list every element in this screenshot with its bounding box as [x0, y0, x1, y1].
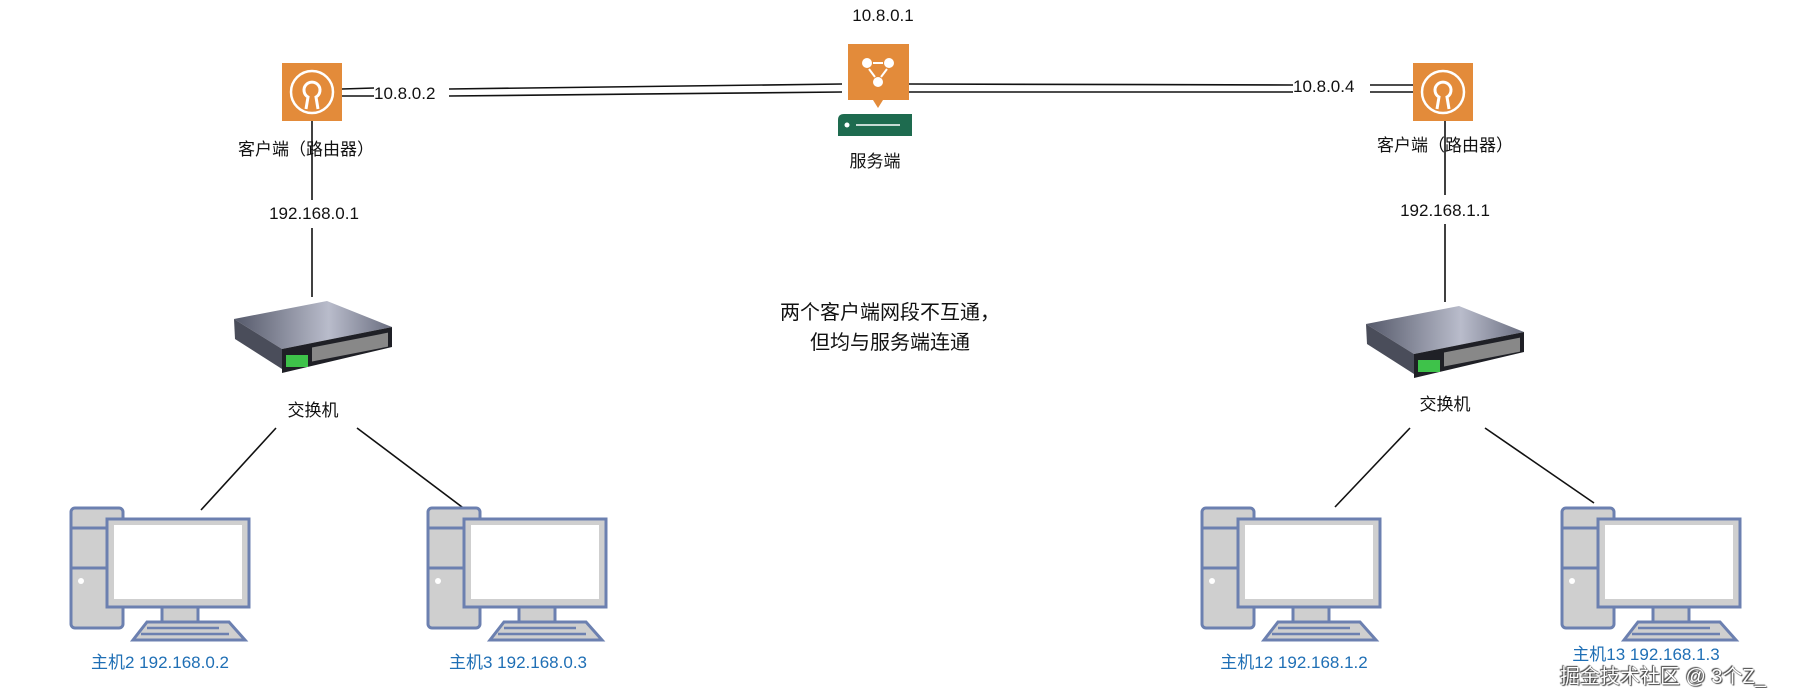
tunnel-left-a [341, 87, 375, 90]
computer-icon[interactable] [426, 506, 610, 642]
network-switch-icon[interactable] [232, 297, 394, 382]
note-line-1: 两个客户端网段不互通， [780, 302, 1000, 324]
server-ip-label: 10.8.0.1 [852, 6, 914, 25]
computer-icon[interactable] [1200, 506, 1384, 642]
server-icon[interactable] [838, 44, 914, 138]
vpn-router-icon[interactable] [1413, 63, 1473, 121]
left-client-label: 客户端（路由器） [238, 140, 374, 159]
link-sw-left-pc2 [356, 427, 467, 511]
right-switch-label: 交换机 [1419, 395, 1471, 415]
host-label: 主机2 192.168.0.2 [91, 653, 229, 672]
vpn-router-icon[interactable] [282, 63, 342, 121]
tunnel-left-c [448, 83, 843, 90]
computer-icon[interactable] [1560, 506, 1744, 642]
network-switch-icon[interactable] [1364, 302, 1526, 387]
link-sw-right-pc4 [1484, 427, 1595, 504]
computer-icon[interactable] [69, 506, 253, 642]
link-sw-right-pc3 [1334, 427, 1411, 508]
note-line-2: 但均与服务端连通 [810, 332, 970, 354]
server-label: 服务端 [849, 152, 901, 172]
tunnel-right-a [908, 83, 1294, 86]
host-label: 主机3 192.168.0.3 [449, 653, 587, 672]
diagram-note: 两个客户端网段不互通， 但均与服务端连通 [780, 298, 1000, 358]
left-lan-ip: 192.168.0.1 [269, 204, 359, 224]
tunnel-left-d [448, 91, 843, 97]
right-lan-ip: 192.168.1.1 [1400, 201, 1490, 221]
watermark: 掘金技术社区 @ 3个Z_ [1560, 666, 1766, 688]
right-vpn-ip: 10.8.0.4 [1293, 77, 1355, 96]
link-sw-left-pc1 [200, 427, 277, 511]
left-vpn-ip: 10.8.0.2 [374, 84, 436, 103]
host-label: 主机13 192.168.1.3 [1572, 645, 1720, 664]
left-switch-label: 交换机 [287, 401, 339, 421]
right-client-label: 客户端（路由器） [1377, 136, 1513, 155]
host-label: 主机12 192.168.1.2 [1220, 653, 1368, 672]
